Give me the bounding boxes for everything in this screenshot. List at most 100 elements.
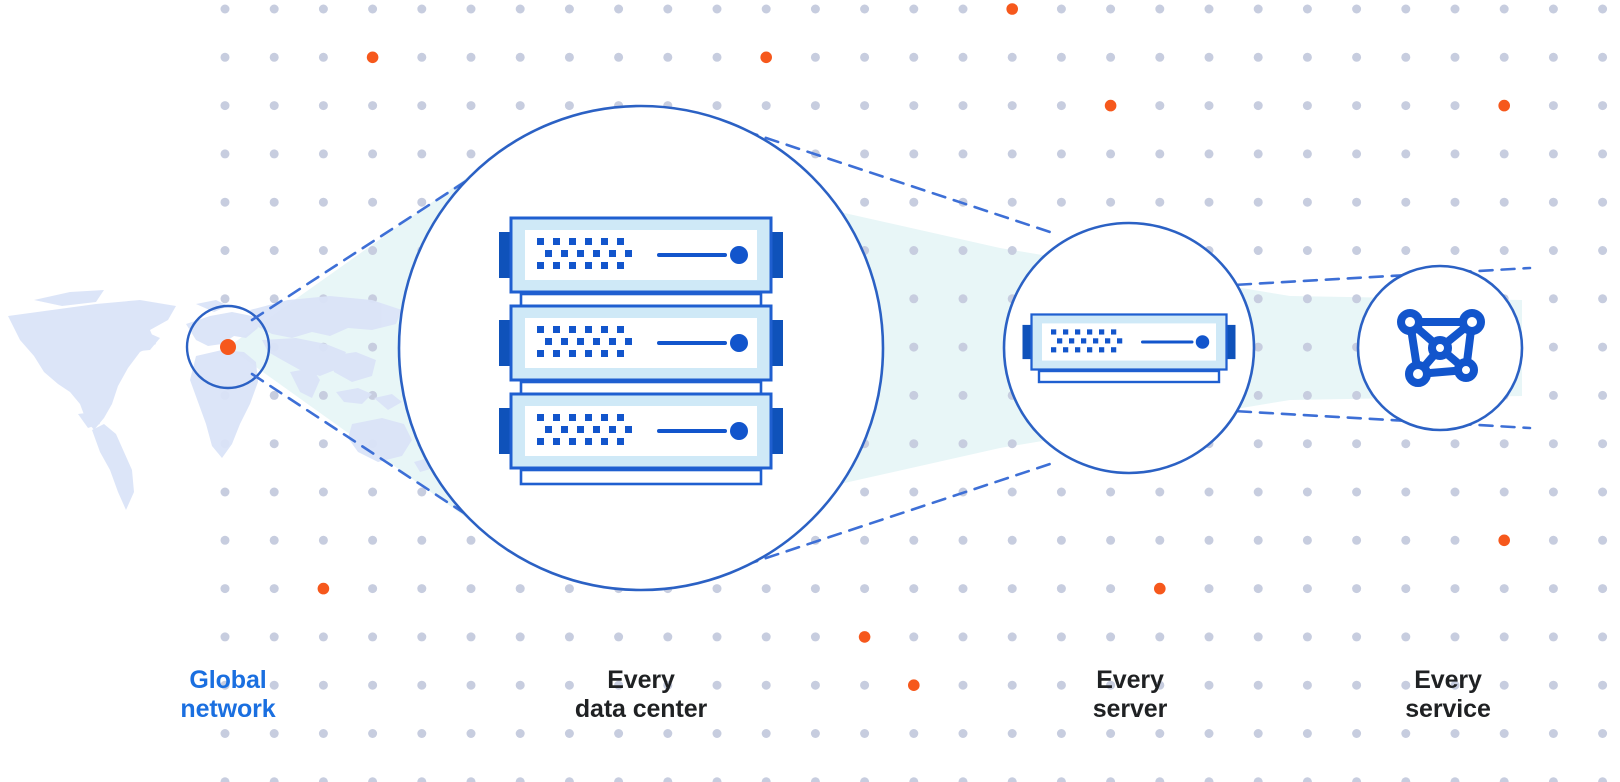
grid-dot — [368, 197, 378, 207]
grid-dot — [318, 487, 328, 497]
grid-dot — [1056, 101, 1066, 111]
grid-dot — [810, 101, 820, 111]
grid-dot — [1548, 390, 1558, 400]
grid-dot — [1352, 101, 1362, 111]
grid-dot — [515, 729, 525, 738]
grid-dot — [1204, 487, 1214, 497]
grid-dot — [1598, 101, 1608, 111]
grid-dot — [1401, 439, 1411, 449]
grid-dot — [1352, 439, 1362, 449]
grid-dot — [1056, 729, 1066, 738]
grid-dot — [269, 535, 279, 545]
grid-dot — [1106, 632, 1116, 642]
grid-dot — [1499, 584, 1509, 594]
location-pin-dot — [220, 339, 236, 355]
grid-dot — [1155, 487, 1165, 497]
grid-dot — [220, 101, 230, 111]
grid-dot — [1548, 439, 1558, 449]
grid-dot — [712, 4, 722, 14]
grid-dot — [860, 487, 870, 497]
grid-dot — [1302, 52, 1312, 62]
grid-dot — [1598, 149, 1608, 159]
grid-dot — [269, 149, 279, 159]
grid-dot — [1155, 101, 1165, 111]
grid-dot — [1204, 632, 1214, 642]
grid-dot — [712, 680, 722, 690]
grid-dot — [712, 777, 722, 782]
grid-dot — [909, 729, 919, 738]
grid-dot-accent — [858, 631, 871, 643]
grid-dot — [1598, 197, 1608, 207]
grid-dot — [1007, 632, 1017, 642]
grid-dot — [318, 246, 328, 255]
network-graph-icon — [1397, 309, 1485, 387]
grid-dot — [860, 101, 870, 111]
grid-dot — [318, 197, 328, 207]
grid-dot — [1253, 584, 1263, 594]
grid-dot — [220, 632, 230, 642]
grid-dot-accent — [1498, 99, 1510, 112]
grid-dot — [1302, 101, 1312, 111]
grid-dot — [1401, 777, 1411, 782]
grid-dot — [220, 149, 230, 159]
grid-dot — [1155, 52, 1165, 62]
grid-dot-accent — [1154, 582, 1166, 595]
grid-dot — [368, 632, 378, 642]
grid-dot — [269, 777, 279, 782]
grid-dot — [1253, 197, 1263, 207]
grid-dot — [1302, 149, 1312, 159]
grid-dot — [909, 777, 919, 782]
grid-dot — [318, 101, 328, 111]
grid-dot — [860, 4, 870, 14]
grid-dot — [269, 294, 279, 304]
grid-dot — [220, 4, 230, 14]
grid-dot — [1352, 487, 1362, 497]
grid-dot — [318, 439, 328, 449]
grid-dot — [810, 729, 820, 738]
grid-dot — [1450, 584, 1460, 594]
grid-dot — [1352, 777, 1362, 782]
grid-dot-accent — [1006, 3, 1018, 15]
grid-dot — [1548, 535, 1558, 545]
grid-dot — [860, 777, 870, 782]
grid-dot — [1302, 197, 1312, 207]
grid-dot — [368, 246, 378, 255]
grid-dot — [958, 101, 968, 111]
grid-dot — [1106, 729, 1116, 738]
grid-dot — [1253, 535, 1263, 545]
grid-dot — [417, 197, 427, 207]
grid-dot — [614, 632, 624, 642]
grid-dot — [318, 777, 328, 782]
grid-dot — [1401, 729, 1411, 738]
grid-dot — [417, 777, 427, 782]
grid-dot — [1401, 52, 1411, 62]
single-server-icon — [1021, 313, 1237, 384]
grid-dot — [318, 680, 328, 690]
grid-dot — [368, 149, 378, 159]
grid-dot — [909, 632, 919, 642]
grid-dot — [1253, 4, 1263, 14]
grid-dot — [1106, 584, 1116, 594]
grid-dot — [1106, 52, 1116, 62]
grid-dot — [614, 4, 624, 14]
grid-dot — [1450, 4, 1460, 14]
grid-dot — [909, 52, 919, 62]
grid-dot — [1401, 632, 1411, 642]
grid-dot — [1598, 342, 1608, 352]
grid-dot — [712, 101, 722, 111]
grid-dot — [1253, 342, 1263, 352]
grid-dot — [810, 584, 820, 594]
grid-dot — [269, 680, 279, 690]
grid-dot — [958, 535, 968, 545]
grid-dot — [1401, 535, 1411, 545]
grid-dot — [1007, 777, 1017, 782]
grid-dot — [368, 342, 378, 352]
grid-dot — [761, 4, 771, 14]
grid-dot — [1548, 149, 1558, 159]
grid-dot — [318, 390, 328, 400]
grid-dot — [466, 52, 476, 62]
grid-dot — [1450, 729, 1460, 738]
grid-dot — [1401, 487, 1411, 497]
label-global-network: Global network — [180, 666, 276, 723]
grid-dot — [1007, 584, 1017, 594]
